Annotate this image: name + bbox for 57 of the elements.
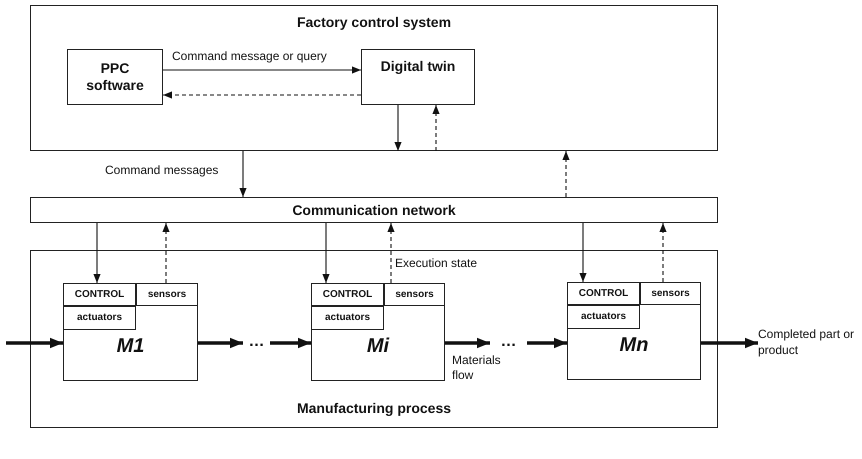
control-cell (63, 283, 136, 306)
arrow (527, 338, 567, 348)
ellipsis-text: … (243, 332, 270, 352)
control-cell (567, 282, 640, 305)
arrow (239, 151, 247, 197)
arrow (163, 91, 361, 99)
cell-label: sensors (148, 288, 186, 300)
arrow (163, 66, 361, 74)
actuator-cell (63, 306, 136, 330)
sensor-cell (384, 283, 445, 306)
sensor-cell (136, 283, 198, 306)
arrow (394, 105, 402, 151)
machine-box (567, 282, 701, 380)
edge-label: Command message or query (172, 49, 327, 64)
arrow (6, 338, 63, 348)
edge-label: Command messages (105, 163, 218, 178)
panel-heading: Manufacturing process (296, 400, 452, 417)
machine-box (311, 283, 445, 381)
sensor-cell (640, 282, 701, 305)
arrow (270, 338, 311, 348)
cell-label: CONTROL (322, 288, 372, 300)
machine-label: Mi (366, 334, 390, 358)
cell-label: CONTROL (578, 288, 628, 300)
ellipsis-text: … (490, 332, 527, 352)
actuator-cell (311, 306, 384, 330)
box-label: PPC software (85, 60, 145, 94)
arrow (387, 223, 395, 283)
control-cell (311, 283, 384, 306)
machine-label: M1 (116, 334, 144, 358)
cell-label: CONTROL (74, 288, 124, 300)
process-panel (30, 250, 718, 428)
arrow (445, 338, 490, 348)
arrow (162, 223, 170, 283)
bar-label: Communication network (292, 202, 456, 218)
arrow (322, 223, 330, 283)
cell-label: actuators (76, 312, 122, 324)
system-panel (30, 5, 718, 151)
cell-label: actuators (324, 312, 370, 324)
machine-box (63, 283, 198, 381)
panel-heading: Factory control system (296, 14, 452, 31)
cell-label: sensors (395, 288, 434, 300)
cell-label: sensors (651, 288, 690, 300)
arrow (198, 338, 243, 348)
digital-twin-box (361, 49, 475, 105)
arrow (562, 151, 570, 197)
output-label: Completed part or product (758, 325, 862, 361)
arrow (659, 223, 667, 282)
arrow (93, 223, 101, 283)
arrow (701, 338, 758, 348)
software-box (67, 49, 163, 105)
box-label: Digital twin (380, 58, 456, 75)
cell-label: actuators (580, 311, 626, 323)
network-bar (30, 197, 718, 223)
machine-label: Mn (620, 333, 648, 357)
arrow (579, 223, 587, 282)
arrow (432, 105, 440, 151)
actuator-cell (567, 305, 640, 329)
